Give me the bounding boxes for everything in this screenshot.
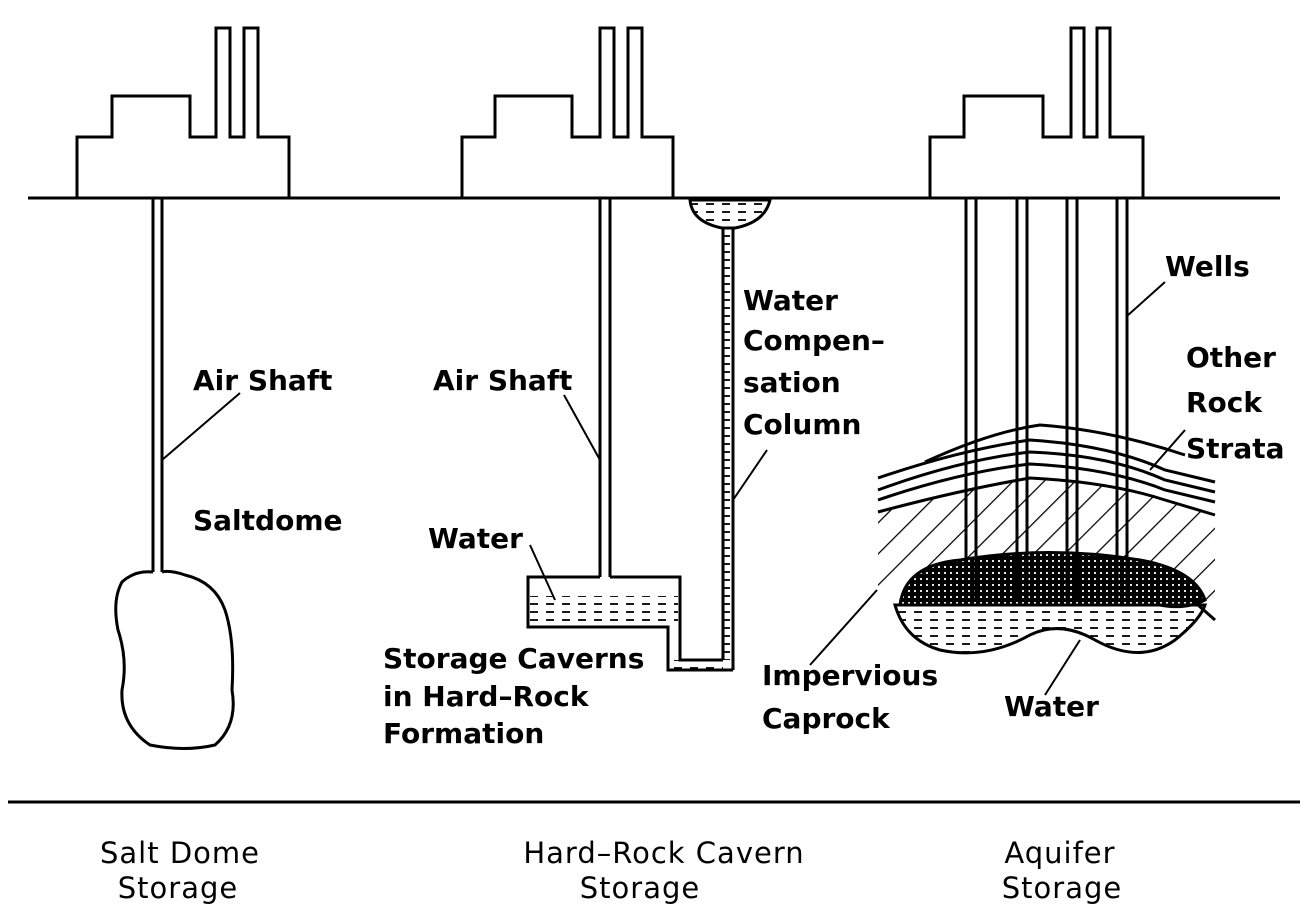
aquifer-water bbox=[893, 603, 1208, 655]
surface-reservoir bbox=[688, 198, 772, 230]
label-storage-caverns-1: Storage Caverns bbox=[383, 642, 644, 675]
other-strata-boundary bbox=[1197, 603, 1216, 622]
label-impervious-1: Impervious bbox=[762, 659, 938, 692]
water-mid-leader bbox=[529, 544, 556, 601]
label-water-compensation-3: sation bbox=[743, 366, 841, 399]
label-water-compensation-1: Water bbox=[743, 284, 838, 317]
aquifer-plant bbox=[928, 26, 1145, 198]
salt-dome-cavern bbox=[114, 569, 235, 750]
impervious-leader bbox=[809, 589, 878, 666]
air-shaft-mid-leader bbox=[563, 394, 601, 461]
label-wells: Wells bbox=[1165, 250, 1250, 283]
label-air-shaft-mid: Air Shaft bbox=[433, 364, 572, 397]
water-right-leader bbox=[1044, 639, 1081, 696]
caption-salt-dome-2: Storage bbox=[118, 871, 238, 905]
air-shaft-left-leader bbox=[161, 392, 241, 461]
label-water-compensation-2: Compen– bbox=[743, 324, 885, 357]
label-other-rock-2: Rock bbox=[1186, 386, 1263, 419]
hard-rock-air-shaft bbox=[598, 198, 612, 577]
label-water-compensation-4: Column bbox=[743, 408, 861, 441]
aquifer-wells bbox=[964, 198, 1129, 600]
label-water-mid: Water bbox=[428, 522, 523, 555]
salt-dome-air-shaft bbox=[151, 198, 164, 572]
caption-salt-dome-1: Salt Dome bbox=[100, 836, 260, 870]
label-water-right: Water bbox=[1004, 690, 1099, 723]
other-rock-leader bbox=[1149, 429, 1186, 471]
caption-hard-rock-2: Storage bbox=[580, 871, 700, 905]
caption-hard-rock-1: Hard–Rock Cavern bbox=[523, 836, 804, 870]
water-column-leader bbox=[732, 449, 768, 501]
label-other-rock-1: Other bbox=[1186, 341, 1276, 374]
label-other-rock-3: Strata bbox=[1186, 432, 1285, 465]
water-compensation-column bbox=[721, 228, 735, 670]
salt-dome-plant bbox=[75, 26, 291, 198]
wells-leader bbox=[1126, 281, 1166, 317]
label-storage-caverns-2: in Hard–Rock bbox=[383, 680, 590, 713]
caption-aquifer-1: Aquifer bbox=[1004, 836, 1115, 870]
label-saltdome: Saltdome bbox=[193, 504, 343, 537]
hard-rock-cavern bbox=[526, 575, 733, 672]
label-air-shaft-left: Air Shaft bbox=[193, 364, 332, 397]
caption-aquifer-2: Storage bbox=[1002, 871, 1122, 905]
label-storage-caverns-3: Formation bbox=[383, 717, 544, 750]
hard-rock-plant bbox=[460, 26, 675, 198]
label-impervious-2: Caprock bbox=[762, 702, 891, 735]
